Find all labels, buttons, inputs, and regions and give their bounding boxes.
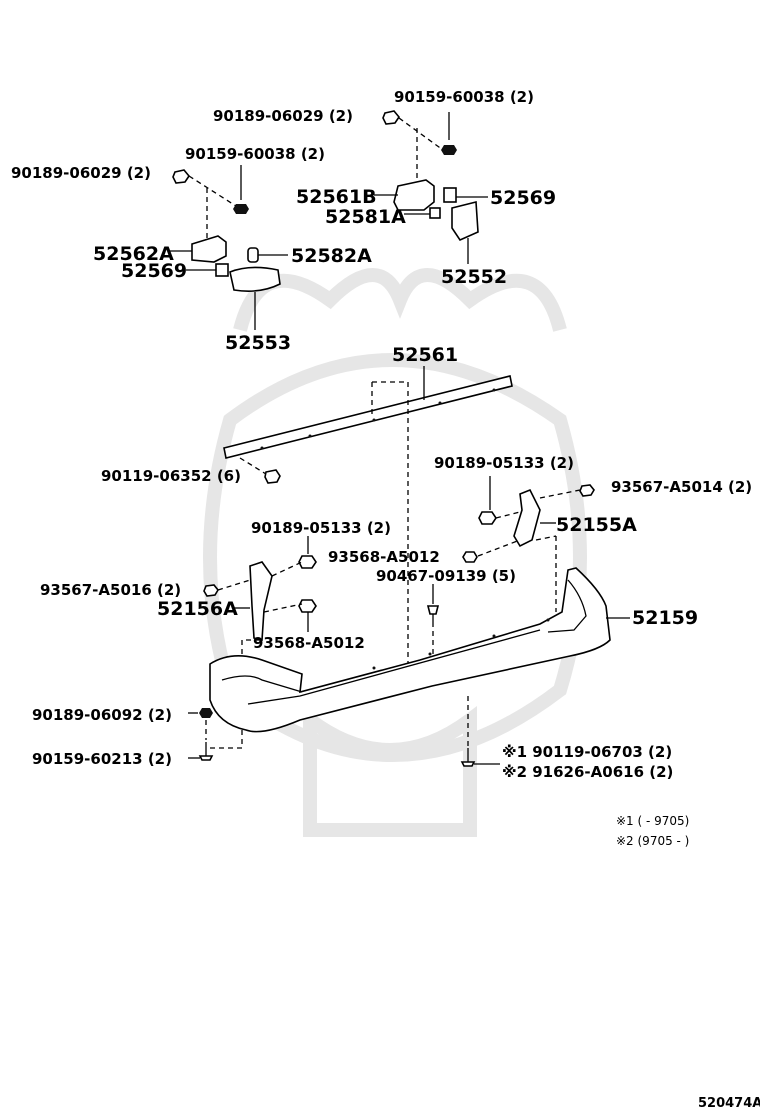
bracket-assembly-left (168, 165, 288, 330)
part-labels: 90159-60038 (2) 90189-06029 (2) 90159-60… (11, 88, 752, 781)
label-90189-06029-b: 90189-06029 (2) (11, 164, 151, 182)
label-52552: 52552 (441, 266, 507, 288)
label-52562A: 52562A (93, 243, 174, 265)
label-52582A: 52582A (291, 245, 372, 267)
nut-90189-06029-left (172, 169, 190, 184)
label-52553: 52553 (225, 332, 291, 354)
bolt-90159-60038-left (233, 204, 249, 214)
label-90189-05133-a: 90189-05133 (2) (434, 454, 574, 472)
label-90189-06092: 90189-06092 (2) (32, 706, 172, 724)
label-52581A: 52581A (325, 206, 406, 228)
bolt-93567-A5016 (203, 584, 219, 597)
bracket-52561B (393, 179, 435, 211)
label-90119-06352: 90119-06352 (6) (101, 467, 241, 485)
bolt-90119-06703 (460, 761, 476, 767)
bolt-90159-60213 (198, 755, 214, 761)
label-90189-06029-a: 90189-06029 (2) (213, 107, 353, 125)
diagram-code: 520474A (698, 1096, 760, 1111)
bolt-90159-60038-right (441, 145, 457, 155)
label-52156A: 52156A (157, 598, 238, 620)
cover-52553 (229, 266, 281, 292)
label-90159-60038-b: 90159-60038 (2) (185, 145, 325, 163)
bolt-90119-06352 (264, 469, 281, 484)
bracket-52562A (191, 235, 227, 263)
label-52561B: 52561B (296, 186, 377, 208)
nut-93568-A5012-left (298, 599, 317, 613)
retainer-52561 (223, 366, 513, 690)
label-93567-A5014: 93567-A5014 (2) (611, 478, 752, 496)
nut-90189-05133-left (298, 555, 317, 569)
label-90189-05133-b: 90189-05133 (2) (251, 519, 391, 537)
label-52155A: 52155A (556, 514, 637, 536)
label-90159-60038-a: 90159-60038 (2) (394, 88, 534, 106)
bumper-cover-52159 (209, 567, 630, 748)
nut-90189-05133-right (478, 511, 497, 525)
label-52561: 52561 (392, 344, 458, 366)
nut-93568-A5012-right (462, 551, 478, 563)
pad-52569-left (215, 263, 229, 277)
bolt-93567-A5014 (579, 484, 595, 497)
label-93567-A5016: 93567-A5016 (2) (40, 581, 181, 599)
label-52159: 52159 (632, 607, 698, 629)
watermark-logo (203, 268, 587, 837)
bracket-assembly-right (374, 110, 488, 264)
label-91626-A0616: ※2 91626-A0616 (2) (502, 763, 673, 781)
label-52569-right: 52569 (490, 187, 556, 209)
pad-52569-right (443, 187, 457, 203)
nut-90189-06092 (199, 708, 213, 718)
clip-90467-09139 (426, 584, 440, 686)
nut-90189-06029-right (382, 110, 400, 125)
lower-fasteners (188, 708, 500, 767)
clip-52582A (247, 247, 259, 263)
label-93568-A5012-a: 93568-A5012 (328, 548, 440, 566)
clip-52581A (429, 207, 441, 219)
footnote-2: ※2 (9705 - ) (616, 834, 689, 848)
cover-52552 (451, 200, 479, 242)
retainer-52156A (203, 536, 317, 749)
footnotes: ※1 ( - 9705) ※2 (9705 - ) (616, 814, 689, 848)
label-93568-A5012-b: 93568-A5012 (253, 634, 365, 652)
footnote-1: ※1 ( - 9705) (616, 814, 689, 828)
label-90119-06703: ※1 90119-06703 (2) (502, 743, 672, 761)
retainer-52155A (462, 476, 595, 612)
label-52569-left: 52569 (121, 260, 187, 282)
label-90467-09139: 90467-09139 (5) (376, 567, 516, 585)
label-90159-60213: 90159-60213 (2) (32, 750, 172, 768)
